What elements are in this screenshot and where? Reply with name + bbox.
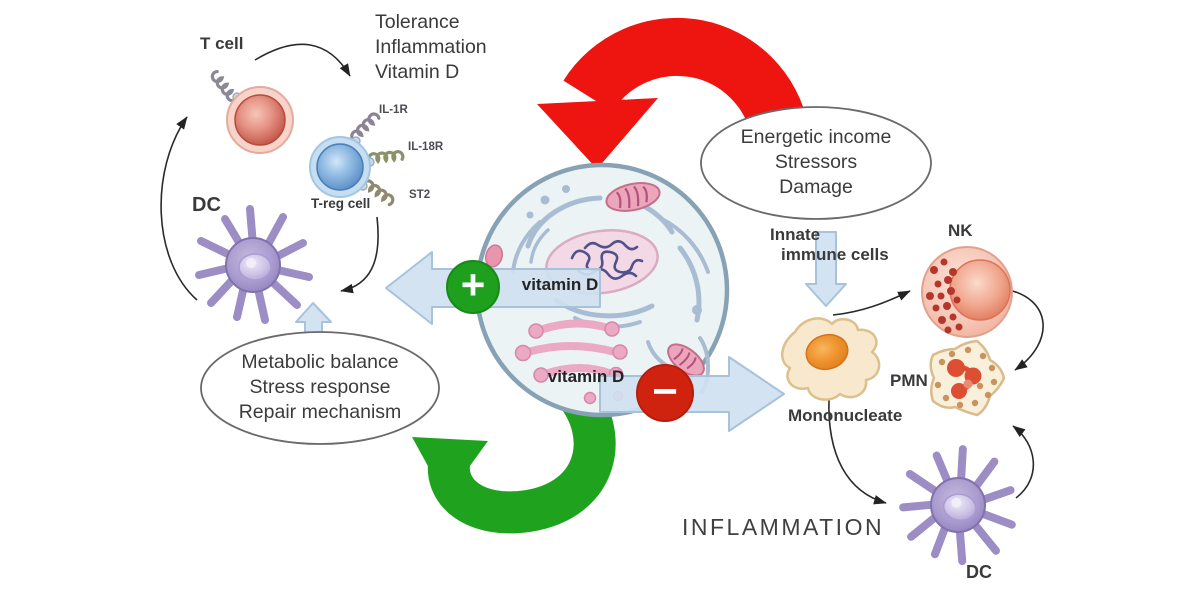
repair-mechanism-line: Repair mechanism [238, 401, 402, 423]
innate-line1: Innate [770, 225, 821, 244]
nk-label: NK [948, 221, 973, 240]
green-feedback-arrow [412, 377, 616, 534]
innate-line2: immune cells [781, 245, 889, 264]
negative-badge-circle [636, 364, 694, 422]
pmn-cell [929, 339, 1006, 417]
arrow-down-innate [805, 231, 847, 307]
t-cell [206, 68, 294, 154]
pmn-label: PMN [890, 371, 928, 390]
t-reg-cell [309, 108, 406, 207]
tolerance-line: Tolerance [375, 11, 460, 33]
dc-right-label: DC [966, 562, 992, 582]
vitamin-d-top-label: vitamin D [521, 275, 599, 294]
st2-label: ST2 [409, 189, 431, 201]
mononucleate-cell [781, 317, 881, 401]
dc-left-label: DC [192, 194, 221, 216]
dendritic-cell-left [199, 209, 309, 320]
stressors-line: Stressors [774, 151, 858, 173]
energetic-income-line: Energetic income [740, 126, 892, 148]
damage-line: Damage [779, 176, 853, 198]
t-cell-label: T cell [200, 34, 244, 53]
positive-badge-circle [446, 260, 500, 314]
innate-immune-cells-label: Innate immune cells [770, 225, 889, 265]
stressors-ellipse-text: Energetic income Stressors Damage [701, 125, 931, 200]
metabolic-balance-line: Metabolic balance [241, 351, 399, 373]
tolerance-text-block: Tolerance Inflammation Vitamin D [375, 10, 487, 85]
inflammation-label: INFLAMMATION [682, 514, 885, 540]
plus-icon: + [460, 261, 486, 308]
red-feedback-arrow [537, 17, 809, 169]
il18r-label: IL-18R [408, 141, 444, 153]
nk-cell [921, 246, 1013, 338]
stress-response-line: Stress response [249, 376, 391, 398]
connector-arrows [160, 43, 1044, 505]
mononucleate-label: Mononucleate [788, 406, 903, 425]
metabolic-ellipse-text: Metabolic balance Stress response Repair… [202, 350, 438, 425]
vitamin-d-line: Vitamin D [375, 61, 460, 83]
vitamin-d-bottom-label: vitamin D [547, 367, 625, 386]
central-cell [474, 162, 730, 418]
stressors-ellipse [700, 106, 932, 220]
dendritic-cell-right [897, 442, 1021, 567]
mitochondrion [605, 182, 661, 212]
il1r-label: IL-1R [379, 104, 408, 116]
t-reg-cell-label: T-reg cell [311, 196, 371, 211]
metabolic-ellipse [200, 331, 440, 445]
minus-icon: − [652, 367, 678, 416]
inflammation-line: Inflammation [375, 36, 487, 58]
